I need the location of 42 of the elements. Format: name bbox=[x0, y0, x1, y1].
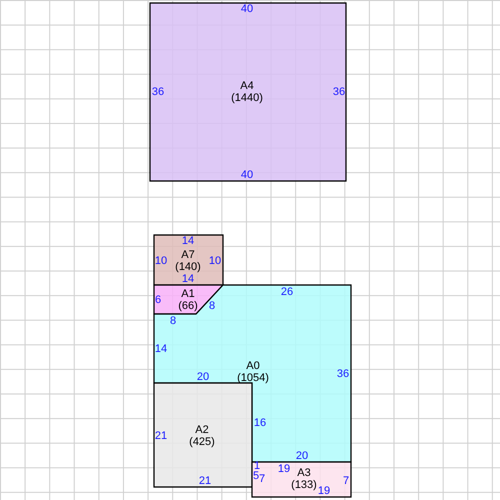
area-value: (133) bbox=[291, 479, 317, 491]
area-value: (1054) bbox=[237, 372, 269, 384]
dimension-label: 14 bbox=[182, 273, 194, 285]
dimension-label: 26 bbox=[280, 286, 294, 298]
room-name: A4 bbox=[239, 80, 255, 92]
room-name: A3 bbox=[296, 467, 312, 479]
dimension-label: 8 bbox=[208, 300, 216, 312]
dimension-label: 10 bbox=[154, 255, 168, 267]
dimension-label: 21 bbox=[198, 475, 212, 487]
area-value: (66) bbox=[178, 300, 198, 312]
dimension-label: 36 bbox=[152, 86, 164, 98]
room-area bbox=[150, 3, 346, 181]
room-area bbox=[252, 462, 351, 497]
dimension-label: 36 bbox=[332, 86, 346, 98]
dimension-label: 20 bbox=[196, 371, 210, 383]
dimension-label: 40 bbox=[240, 169, 254, 181]
dimension-label: 1 bbox=[254, 460, 260, 472]
dimension-label: 14 bbox=[182, 235, 194, 247]
area-value: (1440) bbox=[231, 92, 263, 104]
area-value: (425) bbox=[189, 436, 215, 448]
room-area bbox=[154, 285, 351, 462]
dimension-label: 7 bbox=[342, 475, 350, 487]
dimension-label: 36 bbox=[336, 368, 350, 380]
dimension-label: 10 bbox=[208, 255, 222, 267]
dimension-label: 5 bbox=[252, 470, 260, 482]
dimension-label: 19 bbox=[318, 485, 330, 497]
room-area bbox=[154, 383, 252, 487]
dimension-label: 8 bbox=[170, 315, 176, 327]
dimension-label: 7 bbox=[258, 473, 266, 485]
room-name: A1 bbox=[180, 288, 196, 300]
dimension-label: 6 bbox=[154, 294, 162, 306]
area-value: (140) bbox=[175, 261, 201, 273]
dimension-label: 14 bbox=[154, 343, 168, 355]
dimension-label: 21 bbox=[154, 430, 168, 442]
room-name: A2 bbox=[194, 424, 210, 436]
dimension-label: 19 bbox=[278, 463, 290, 475]
dimension-label: 40 bbox=[240, 3, 254, 15]
room-name: A7 bbox=[180, 249, 196, 261]
room-name: A0 bbox=[245, 360, 261, 372]
dimension-label: 16 bbox=[254, 417, 266, 429]
dimension-label: 20 bbox=[296, 450, 308, 462]
room-area bbox=[154, 235, 223, 285]
